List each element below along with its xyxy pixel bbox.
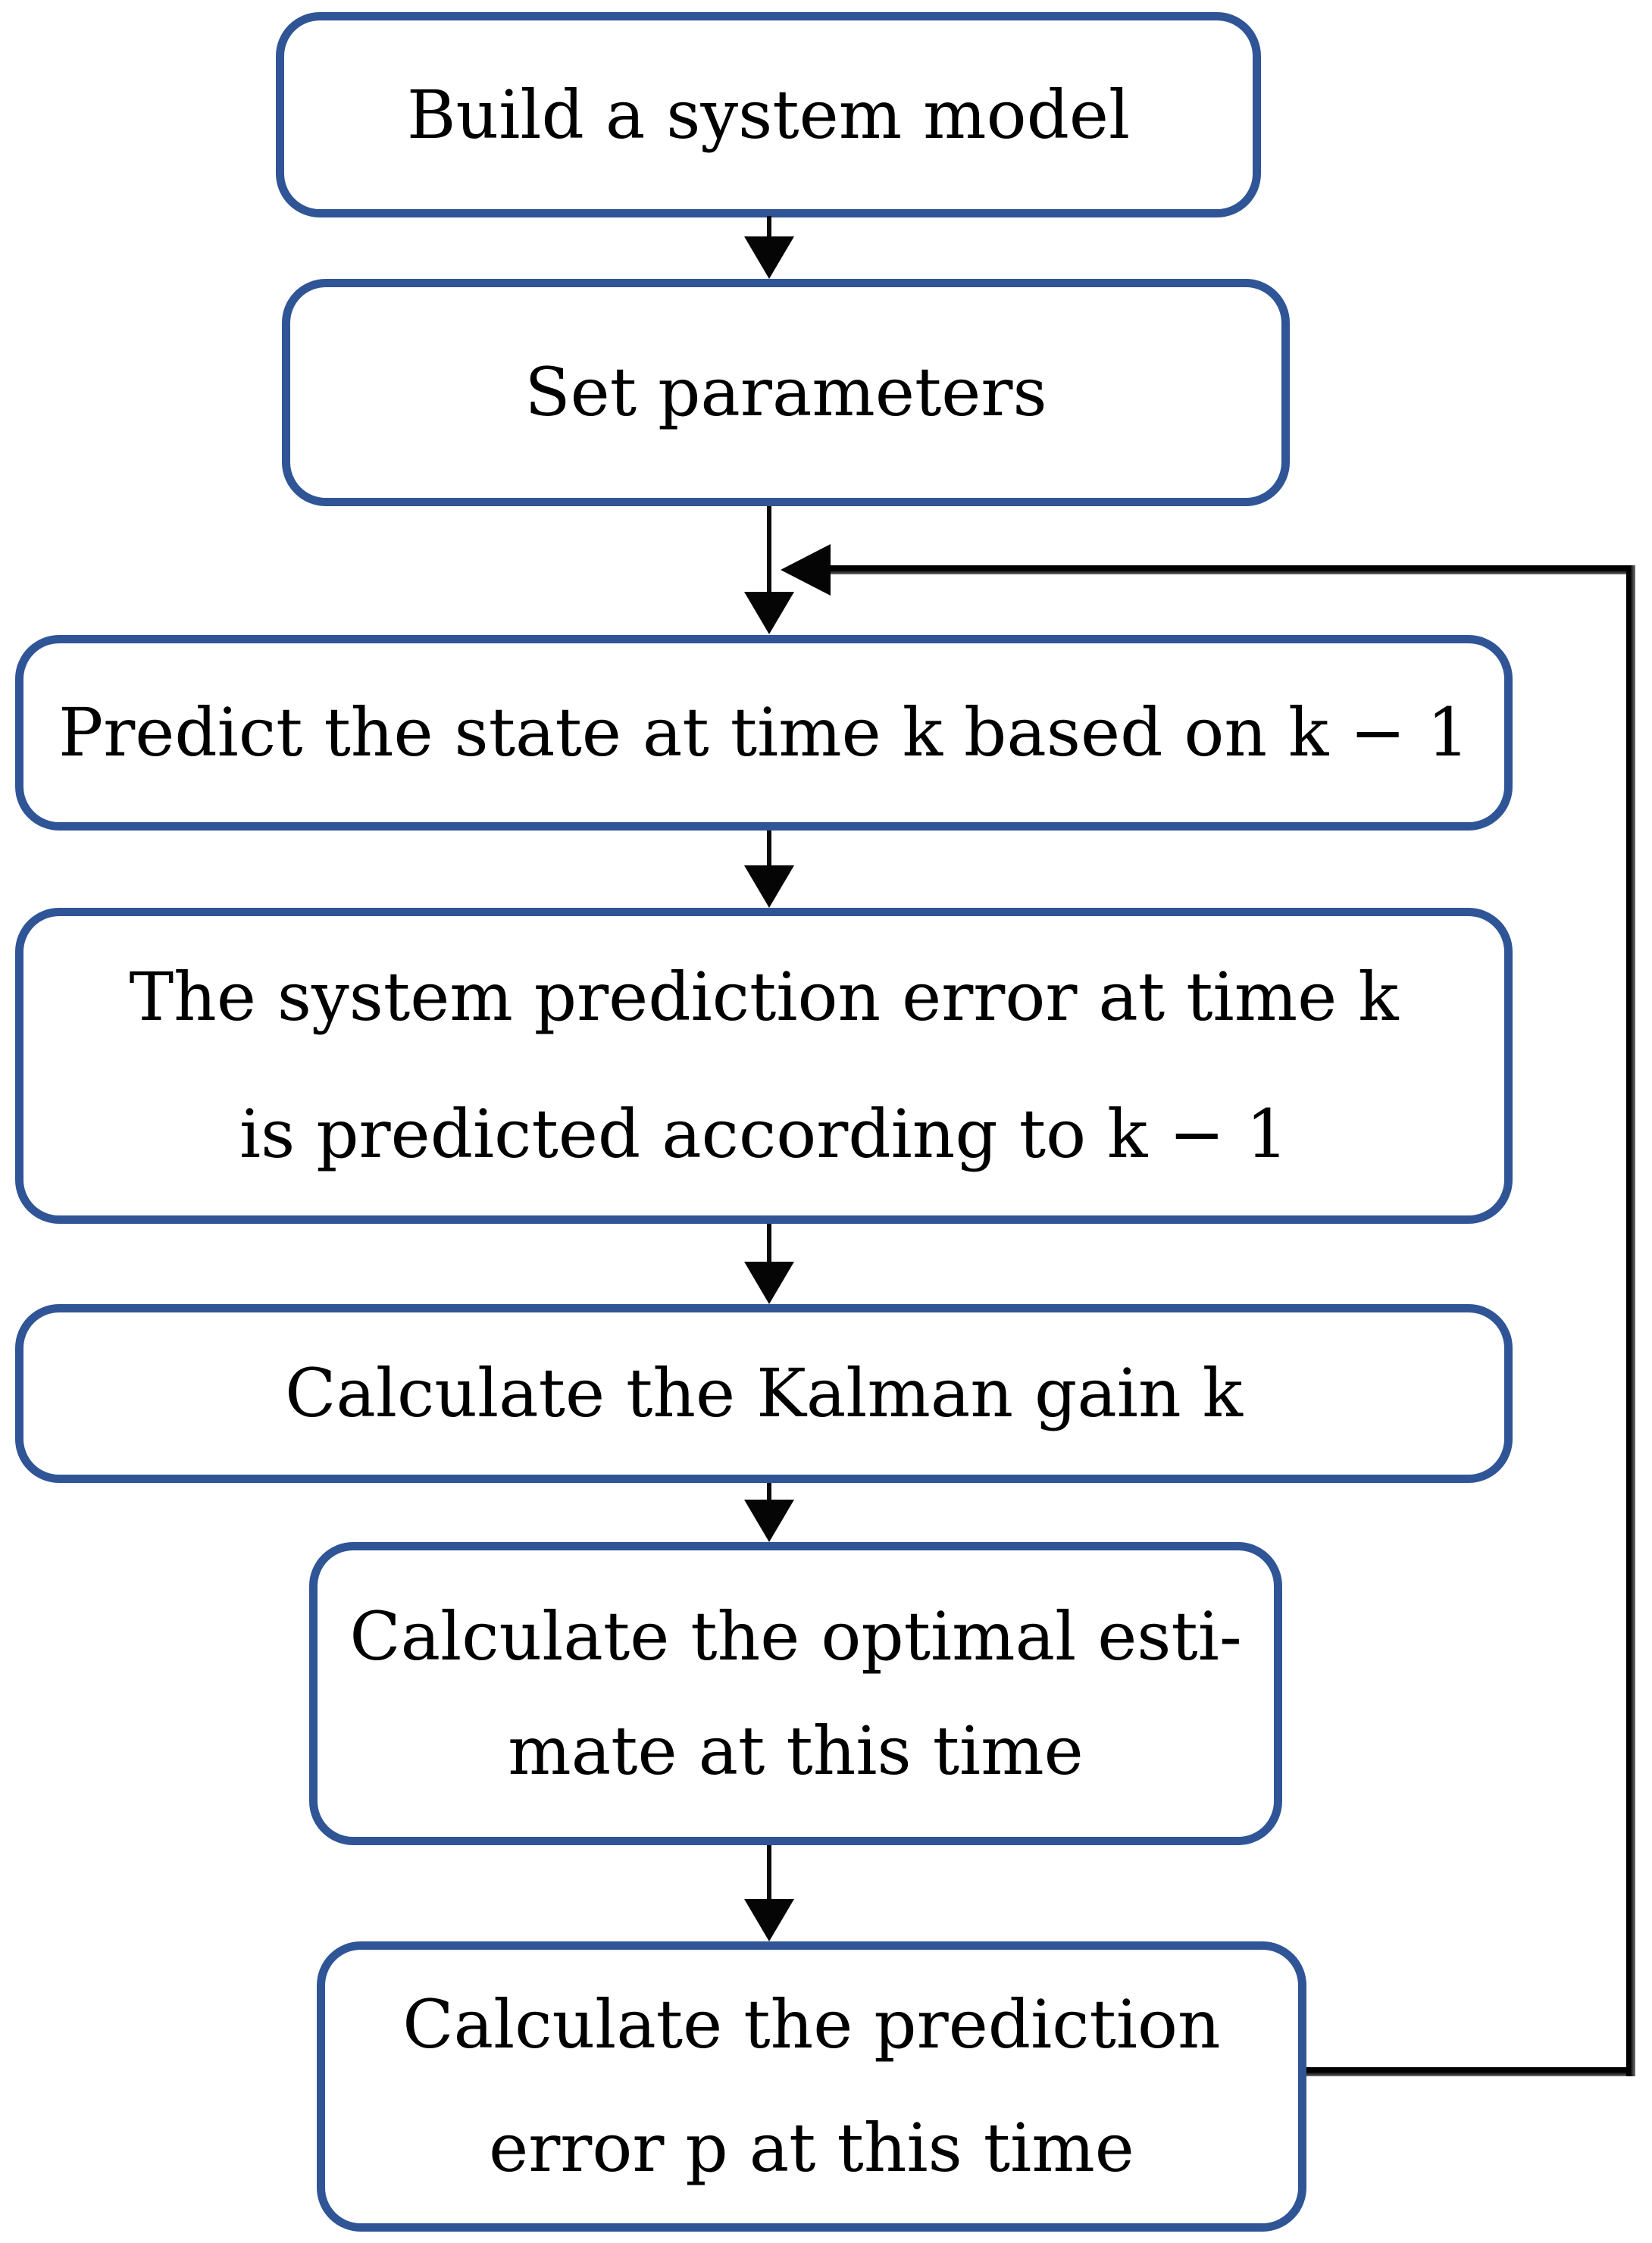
connector-build-to-set xyxy=(767,216,771,240)
box-text-line: Calculate the optimal esti- xyxy=(349,1597,1242,1675)
arrowhead-predict-to-error xyxy=(744,865,794,908)
arrowhead-estimate-to-prediction-error xyxy=(744,1899,794,1941)
arrowhead-error-to-gain xyxy=(744,1262,794,1304)
feedback-line-right xyxy=(1626,565,1635,2076)
box-text-line: is predicted according to k − 1 xyxy=(239,1094,1289,1173)
arrowhead-build-to-set xyxy=(744,236,794,279)
arrowhead-set-to-predict xyxy=(744,592,794,634)
box-text-line: mate at this time xyxy=(508,1712,1084,1790)
flow-box-set-parameters: Set parameters xyxy=(282,279,1290,506)
flow-box-predict-system-error: The system prediction error at time k is… xyxy=(15,908,1513,1224)
connector-estimate-to-prediction-error xyxy=(767,1845,771,1903)
box-text-line: Build a system model xyxy=(406,75,1131,154)
arrowhead-gain-to-estimate xyxy=(744,1500,794,1542)
box-text-line: The system prediction error at time k xyxy=(129,958,1399,1037)
box-text-line: Calculate the Kalman gain k xyxy=(285,1354,1243,1432)
flow-box-calculate-kalman-gain: Calculate the Kalman gain k xyxy=(15,1304,1513,1483)
connector-set-to-predict xyxy=(767,506,771,596)
connector-gain-to-estimate xyxy=(767,1483,771,1504)
flow-box-calculate-prediction-error: Calculate the prediction error p at this… xyxy=(317,1941,1306,2232)
feedback-arrowhead xyxy=(781,544,831,596)
box-text-line: Set parameters xyxy=(524,353,1047,431)
flow-box-build-system-model: Build a system model xyxy=(276,12,1261,217)
box-text-line: error p at this time xyxy=(489,2108,1134,2187)
connector-error-to-gain xyxy=(767,1224,771,1266)
flow-box-calculate-optimal-estimate: Calculate the optimal esti- mate at this… xyxy=(309,1542,1282,1845)
box-text-line: Calculate the prediction xyxy=(402,1985,1221,2063)
box-text-line: Predict the state at time k based on k −… xyxy=(58,693,1469,771)
feedback-line-top xyxy=(831,565,1626,574)
connector-predict-to-error xyxy=(767,831,771,870)
flow-box-predict-state: Predict the state at time k based on k −… xyxy=(15,635,1513,831)
feedback-line-bottom xyxy=(1299,2067,1635,2076)
